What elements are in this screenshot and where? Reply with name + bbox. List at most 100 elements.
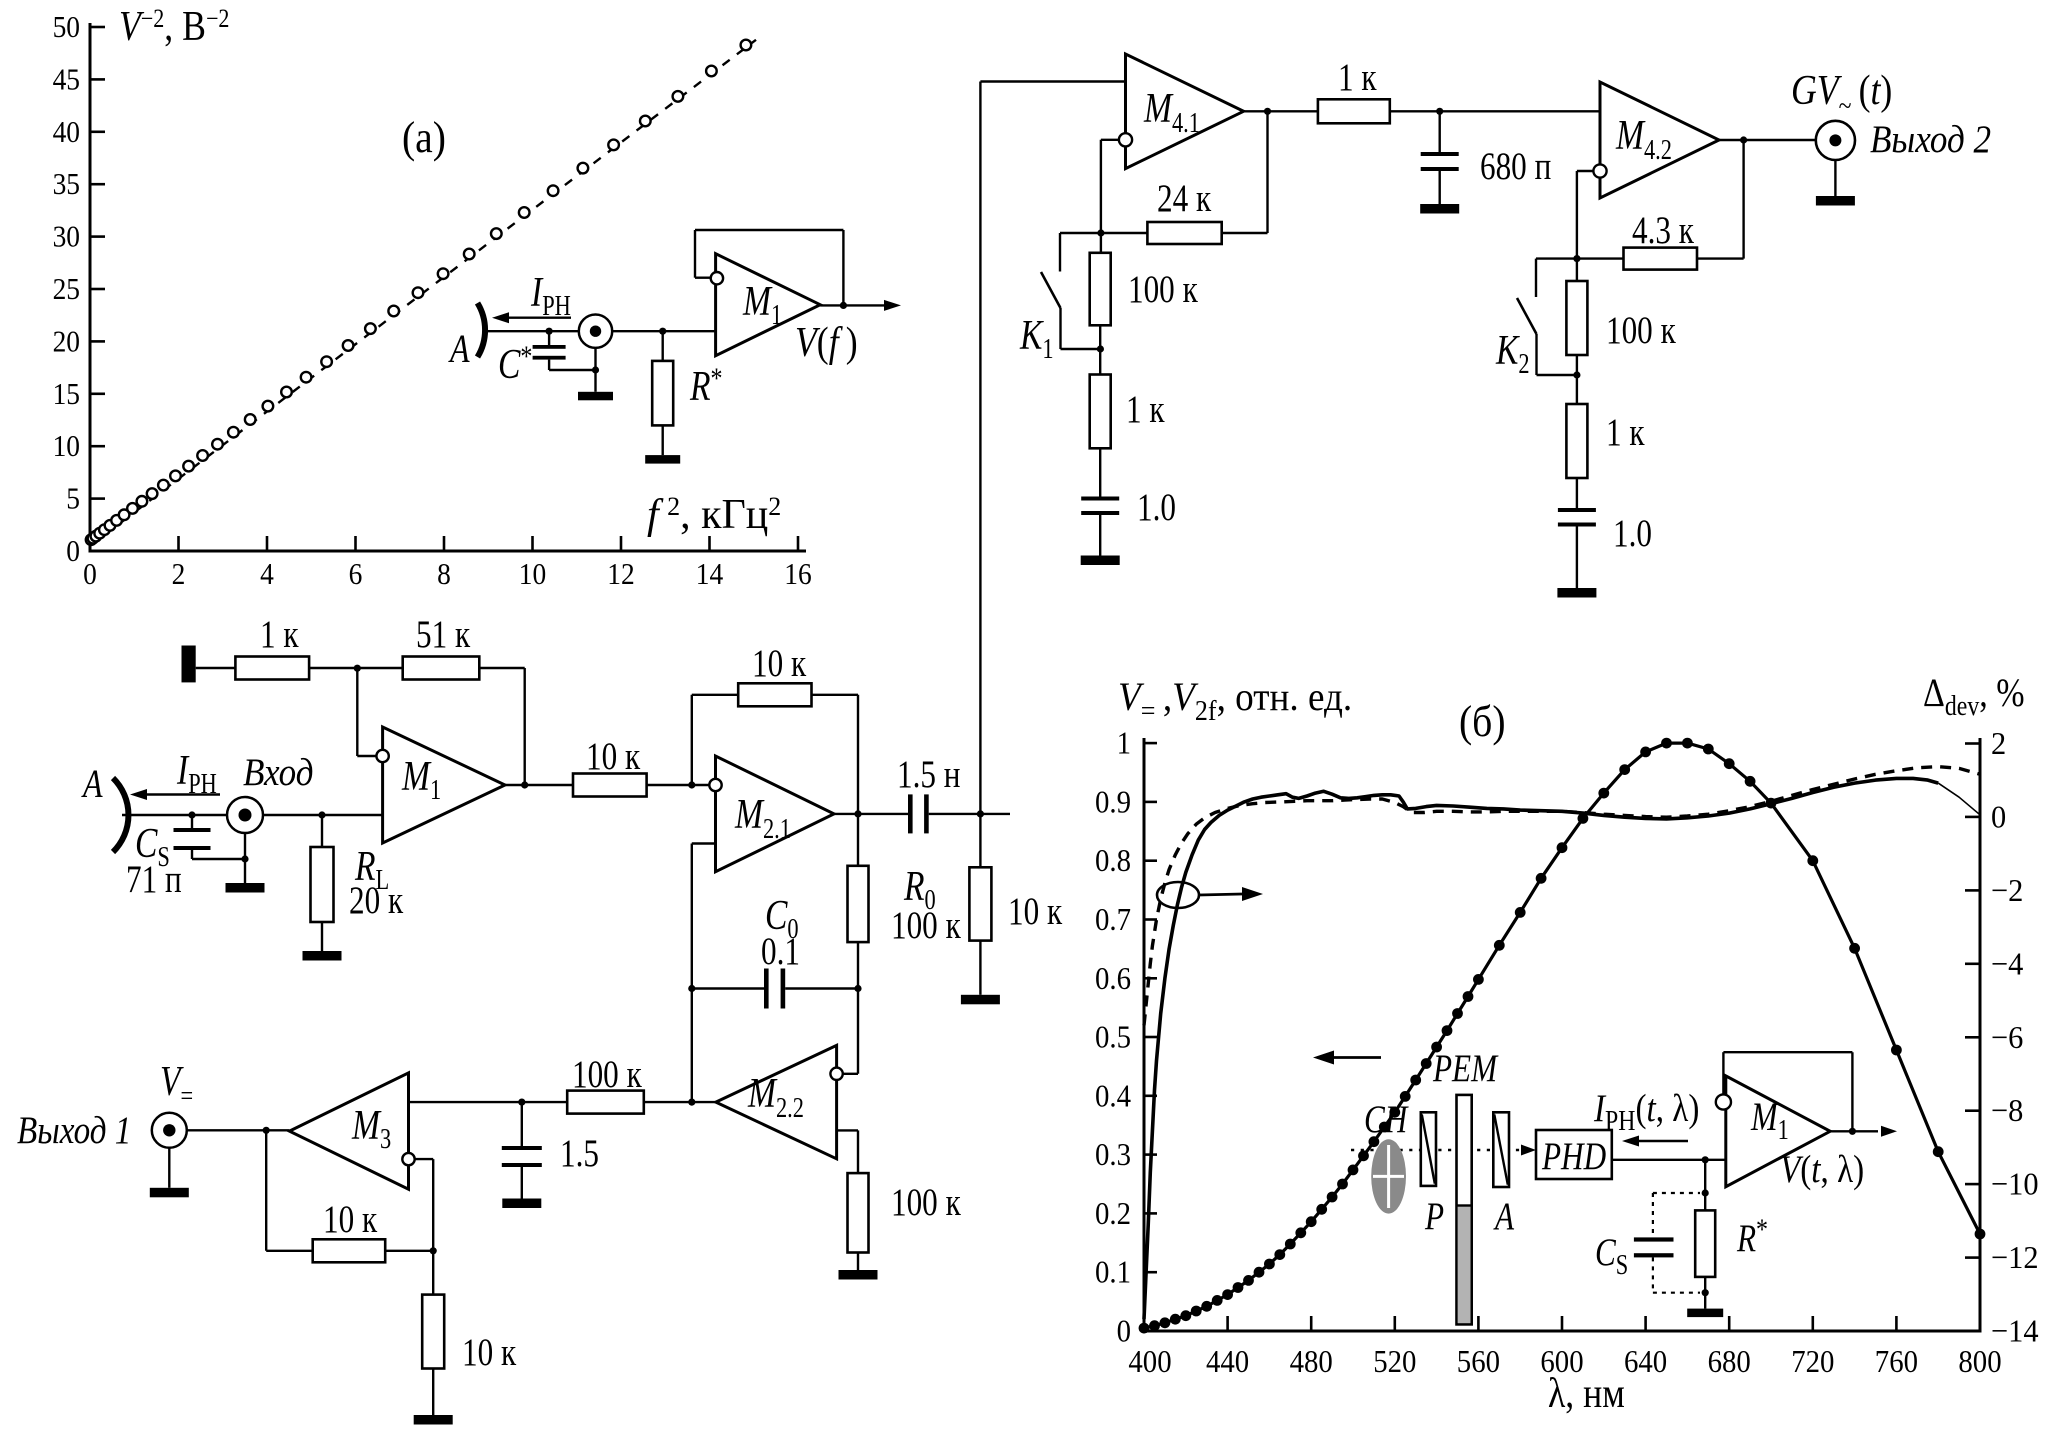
svg-text:0.6: 0.6 — [1095, 960, 1131, 996]
svg-text:0.7: 0.7 — [1095, 902, 1131, 938]
svg-text:71 п: 71 п — [126, 858, 182, 901]
svg-text:680 п: 680 п — [1480, 145, 1551, 188]
svg-text:45: 45 — [53, 63, 80, 97]
svg-text:16: 16 — [784, 558, 811, 592]
svg-text:100 к: 100 к — [1128, 268, 1198, 311]
svg-text:K1: K1 — [1019, 313, 1053, 365]
svg-text:20 к: 20 к — [349, 879, 404, 922]
svg-text:1 к: 1 к — [260, 613, 299, 656]
svg-text:−4: −4 — [1991, 946, 2024, 982]
svg-text:(а): (а) — [402, 114, 446, 162]
svg-text:−8: −8 — [1991, 1092, 2023, 1128]
svg-text:0: 0 — [1991, 799, 2006, 835]
svg-text:2: 2 — [172, 558, 186, 592]
svg-text:560: 560 — [1457, 1344, 1500, 1380]
svg-text:0: 0 — [83, 558, 97, 592]
svg-text:12: 12 — [607, 558, 634, 592]
svg-text:760: 760 — [1875, 1344, 1918, 1380]
svg-text:CH: CH — [1364, 1098, 1410, 1141]
svg-text:400: 400 — [1128, 1344, 1171, 1380]
svg-text:10 к: 10 к — [1008, 890, 1063, 933]
svg-text:K2: K2 — [1495, 328, 1529, 380]
svg-text:−6: −6 — [1991, 1019, 2023, 1055]
svg-text:−12: −12 — [1991, 1239, 2039, 1275]
svg-text:5: 5 — [66, 482, 80, 516]
svg-text:CS: CS — [135, 821, 170, 873]
svg-text:0.1: 0.1 — [1095, 1254, 1131, 1290]
svg-text:0.5: 0.5 — [1095, 1019, 1131, 1055]
svg-text:1 к: 1 к — [1606, 411, 1645, 454]
svg-text:10 к: 10 к — [752, 642, 807, 685]
svg-text:V(f ): V(f ) — [795, 319, 858, 365]
svg-text:0.3: 0.3 — [1095, 1137, 1131, 1173]
svg-text:−14: −14 — [1991, 1313, 2039, 1349]
svg-text:(б): (б) — [1459, 698, 1506, 746]
svg-text:M2.2: M2.2 — [747, 1071, 804, 1124]
svg-text:440: 440 — [1206, 1344, 1249, 1380]
svg-text:24 к: 24 к — [1157, 177, 1212, 220]
svg-text:Выход 2: Выход 2 — [1870, 118, 1991, 161]
svg-text:R0: R0 — [903, 864, 936, 916]
svg-text:0.9: 0.9 — [1095, 784, 1131, 820]
svg-text:V−2, В−2: V−2, В−2 — [119, 3, 229, 49]
svg-text:1.0: 1.0 — [1613, 512, 1652, 555]
svg-text:10 к: 10 к — [323, 1198, 378, 1241]
svg-text:20: 20 — [53, 325, 80, 359]
svg-text:6: 6 — [349, 558, 363, 592]
svg-text:λ, нм: λ, нм — [1548, 1370, 1625, 1416]
svg-text:10 к: 10 к — [586, 735, 641, 778]
svg-text:4: 4 — [260, 558, 274, 592]
svg-text:0.8: 0.8 — [1095, 843, 1131, 879]
svg-text:100 к: 100 к — [891, 904, 961, 947]
svg-text:100 к: 100 к — [891, 1181, 961, 1224]
svg-text:14: 14 — [696, 558, 724, 592]
svg-text:M4.1: M4.1 — [1143, 86, 1200, 139]
svg-text:V= ,V2f, отн. ед.: V= ,V2f, отн. ед. — [1118, 676, 1352, 726]
svg-text:520: 520 — [1373, 1344, 1416, 1380]
svg-text:30: 30 — [53, 220, 80, 254]
svg-text:Вход: Вход — [243, 751, 313, 794]
svg-text:720: 720 — [1791, 1344, 1834, 1380]
svg-text:100 к: 100 к — [572, 1053, 642, 1096]
svg-text:M1: M1 — [401, 754, 441, 806]
svg-text:1.0: 1.0 — [1137, 486, 1176, 529]
svg-text:M2.1: M2.1 — [734, 792, 791, 845]
svg-text:IPH: IPH — [530, 270, 571, 322]
svg-text:800: 800 — [1958, 1344, 2001, 1380]
svg-text:A: A — [1493, 1195, 1514, 1238]
svg-text:10: 10 — [53, 430, 80, 464]
svg-text:V=: V= — [160, 1059, 193, 1112]
svg-text:10: 10 — [519, 558, 546, 592]
svg-text:PHD: PHD — [1541, 1135, 1606, 1178]
svg-text:R*: R* — [1736, 1212, 1768, 1259]
svg-text:1: 1 — [1117, 725, 1131, 761]
svg-text:M1: M1 — [742, 279, 782, 331]
svg-text:f 2, кГц2: f 2, кГц2 — [647, 492, 781, 538]
svg-text:1.5: 1.5 — [560, 1132, 599, 1175]
svg-text:2: 2 — [1991, 725, 2006, 761]
svg-text:PEM: PEM — [1432, 1047, 1499, 1090]
svg-text:10 к: 10 к — [462, 1331, 517, 1374]
svg-text:1 к: 1 к — [1126, 388, 1165, 431]
svg-text:C0: C0 — [765, 893, 799, 945]
svg-text:51 к: 51 к — [416, 613, 471, 656]
svg-text:1.5 н: 1.5 н — [897, 753, 961, 796]
svg-text:0: 0 — [1117, 1313, 1131, 1349]
svg-text:V(t, λ): V(t, λ) — [1780, 1148, 1864, 1191]
svg-text:4.3 к: 4.3 к — [1632, 209, 1695, 252]
svg-text:M1: M1 — [1750, 1095, 1789, 1146]
svg-text:0: 0 — [66, 535, 80, 569]
svg-text:0.1: 0.1 — [761, 930, 800, 973]
svg-text:40: 40 — [53, 116, 80, 150]
svg-text:25: 25 — [53, 273, 80, 307]
svg-text:C*: C* — [498, 339, 532, 387]
svg-text:680: 680 — [1708, 1344, 1751, 1380]
svg-text:0.2: 0.2 — [1095, 1196, 1131, 1232]
svg-text:640: 640 — [1624, 1344, 1667, 1380]
svg-text:480: 480 — [1290, 1344, 1333, 1380]
svg-text:35: 35 — [53, 168, 80, 202]
svg-text:600: 600 — [1540, 1344, 1583, 1380]
svg-text:M3: M3 — [351, 1103, 391, 1155]
svg-text:M4.2: M4.2 — [1615, 113, 1672, 166]
svg-text:RL: RL — [354, 844, 389, 896]
